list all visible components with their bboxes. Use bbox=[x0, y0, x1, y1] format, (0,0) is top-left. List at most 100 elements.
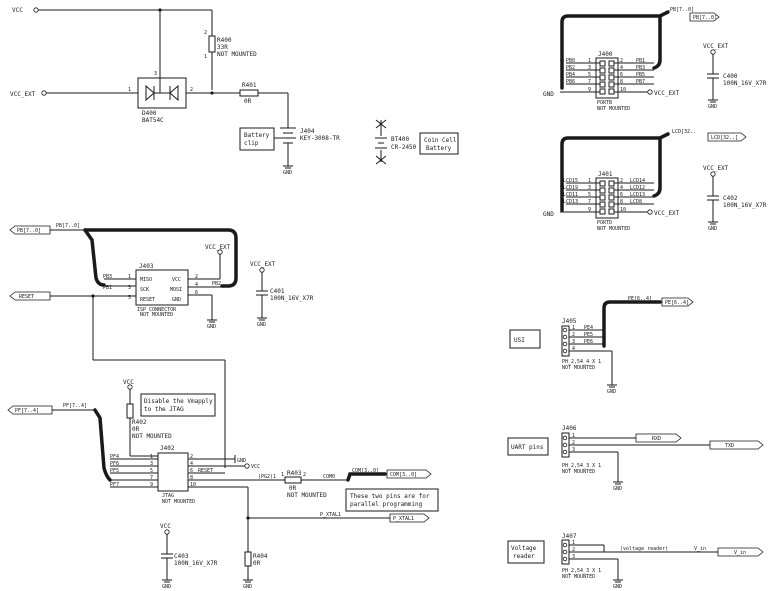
r402-value: 0R bbox=[132, 426, 140, 433]
vcc-ext-label-f: VCC_EXT bbox=[654, 210, 680, 217]
svg-text:5: 5 bbox=[588, 72, 591, 78]
svg-text:PE5: PE5 bbox=[584, 332, 593, 338]
jtag-reset-net: RESET bbox=[198, 468, 213, 474]
gnd-label-a: GND bbox=[283, 170, 292, 176]
gnd-label-b: GND bbox=[207, 324, 216, 330]
svg-text:GND: GND bbox=[172, 297, 181, 303]
bt400-ref: BT400 bbox=[391, 136, 409, 143]
gnd-label-k: GND bbox=[607, 389, 616, 395]
vcc-port-d bbox=[164, 529, 170, 535]
c403-value: 100N_16V_X7R bbox=[174, 560, 218, 567]
txd-label: TXD bbox=[725, 443, 734, 449]
vcc-ext-port-b bbox=[217, 249, 223, 255]
svg-text:4: 4 bbox=[620, 185, 623, 191]
svg-text:2: 2 bbox=[572, 547, 575, 553]
r404-ref: R404 bbox=[253, 553, 268, 560]
svg-text:7: 7 bbox=[150, 475, 153, 481]
vcc-ext-port-d bbox=[647, 89, 653, 95]
r400-resistor bbox=[208, 35, 216, 53]
r404-value: 0R bbox=[253, 560, 261, 567]
j400-port bbox=[689, 12, 720, 22]
svg-text:2: 2 bbox=[204, 30, 207, 36]
svg-text:3: 3 bbox=[154, 71, 157, 77]
gnd-label-i: GND bbox=[543, 211, 554, 218]
svg-text:1: 1 bbox=[281, 472, 284, 478]
svg-text:PB0: PB0 bbox=[566, 58, 575, 64]
svg-text:6: 6 bbox=[195, 290, 198, 296]
r401-value: 0R bbox=[244, 98, 252, 105]
r402-note: NOT MOUNTED bbox=[132, 433, 172, 440]
bt400-value: CR-2450 bbox=[391, 144, 417, 151]
d400-ref: D400 bbox=[142, 110, 157, 117]
svg-text:1: 1 bbox=[128, 87, 131, 93]
voltage-reader-section: Voltage reader J407 1 2 3 (voltage reade… bbox=[507, 533, 764, 590]
usi-label: USI bbox=[514, 337, 525, 344]
svg-text:PB3: PB3 bbox=[103, 274, 112, 280]
vcc-ext-port-a bbox=[41, 90, 47, 96]
j405-port-label: PE[6..4] bbox=[665, 300, 689, 306]
svg-text:8: 8 bbox=[620, 199, 623, 205]
c402-value: 100N_16V_X7R bbox=[723, 202, 767, 209]
gnd-label-h: GND bbox=[708, 104, 717, 110]
j404-ref: J404 bbox=[300, 128, 315, 135]
j404-value: KEY-3008-TR bbox=[300, 135, 340, 142]
svg-text:LCD13: LCD13 bbox=[563, 199, 578, 205]
svg-text:PB2: PB2 bbox=[212, 281, 221, 287]
vcc-port-a bbox=[33, 7, 39, 13]
j405-ref: J405 bbox=[562, 318, 577, 325]
voltage-reader-line2: reader bbox=[513, 553, 535, 560]
r400-value: 33R bbox=[217, 44, 228, 51]
c403-ref: C403 bbox=[174, 553, 189, 560]
svg-text:9: 9 bbox=[588, 207, 591, 213]
j405-value: PH_2,54_4 X 1 bbox=[562, 359, 601, 365]
svg-text:4: 4 bbox=[572, 346, 575, 352]
j400-title: PORTB bbox=[597, 100, 612, 106]
pg2-net: (PG2)1 bbox=[258, 474, 276, 480]
j401-bus-label: LCD[32.. bbox=[672, 129, 696, 135]
svg-text:2: 2 bbox=[303, 472, 306, 478]
svg-text:5: 5 bbox=[588, 192, 591, 198]
rxd-label: RXD bbox=[652, 436, 661, 442]
j406-note: NOT MOUNTED bbox=[562, 469, 595, 475]
svg-text:LCD12: LCD12 bbox=[630, 185, 645, 191]
r404-resistor bbox=[244, 551, 252, 567]
svg-text:PF7: PF7 bbox=[110, 482, 119, 488]
uart-box bbox=[507, 437, 549, 456]
j402-connector bbox=[157, 452, 189, 492]
p-xtal-port-label: P_XTAL1 bbox=[393, 516, 414, 522]
battery-section: VCC 2 1 R400 33R NOT MOUNTED VCC_EXT 1 2… bbox=[10, 7, 459, 176]
vcc-label-a: VCC bbox=[12, 7, 23, 14]
coin-cell-line1: Coin Cell bbox=[424, 137, 457, 144]
svg-text:2: 2 bbox=[620, 178, 623, 184]
svg-text:1: 1 bbox=[572, 325, 575, 331]
svg-text:LCD11: LCD11 bbox=[563, 192, 578, 198]
j407-ref: J407 bbox=[562, 533, 577, 540]
svg-text:9: 9 bbox=[588, 87, 591, 93]
parallel-note-line1: These two pins are for bbox=[350, 493, 430, 500]
jtag-note-line1: Disable the Vmapply bbox=[144, 398, 213, 405]
svg-text:VCC: VCC bbox=[172, 277, 181, 283]
pf-port-label: PF[7..4] bbox=[15, 408, 39, 414]
j401-port bbox=[707, 132, 747, 142]
p-xtal-port bbox=[389, 513, 430, 523]
svg-text:LCD14: LCD14 bbox=[630, 178, 645, 184]
gnd-label-m: GND bbox=[613, 584, 622, 590]
portb-section: PB[7..0] PB[7..0] J400 PB0 PB2 PB4 PB6 1… bbox=[543, 7, 767, 112]
j405-connector bbox=[561, 325, 570, 357]
j403-title: ISP CONNECTOR bbox=[137, 307, 177, 313]
svg-text:4: 4 bbox=[190, 461, 193, 467]
battery-clip-line2: clip bbox=[244, 140, 259, 147]
svg-text:4: 4 bbox=[195, 282, 198, 288]
gnd-label-f: GND bbox=[162, 584, 171, 590]
gnd-label-c: GND bbox=[257, 322, 266, 328]
svg-text:3: 3 bbox=[572, 554, 575, 560]
j405-bus-label: PE[6..4] bbox=[628, 296, 652, 302]
svg-text:2: 2 bbox=[190, 87, 193, 93]
svg-text:1: 1 bbox=[572, 433, 575, 439]
svg-text:10: 10 bbox=[620, 207, 626, 213]
j405-port bbox=[661, 297, 694, 307]
pb-bus-label-left: PB[7..0] bbox=[56, 223, 80, 229]
j400-bus-label: PB[7..0] bbox=[670, 7, 694, 13]
c402-ref: C402 bbox=[723, 195, 738, 202]
svg-text:10: 10 bbox=[190, 482, 196, 488]
